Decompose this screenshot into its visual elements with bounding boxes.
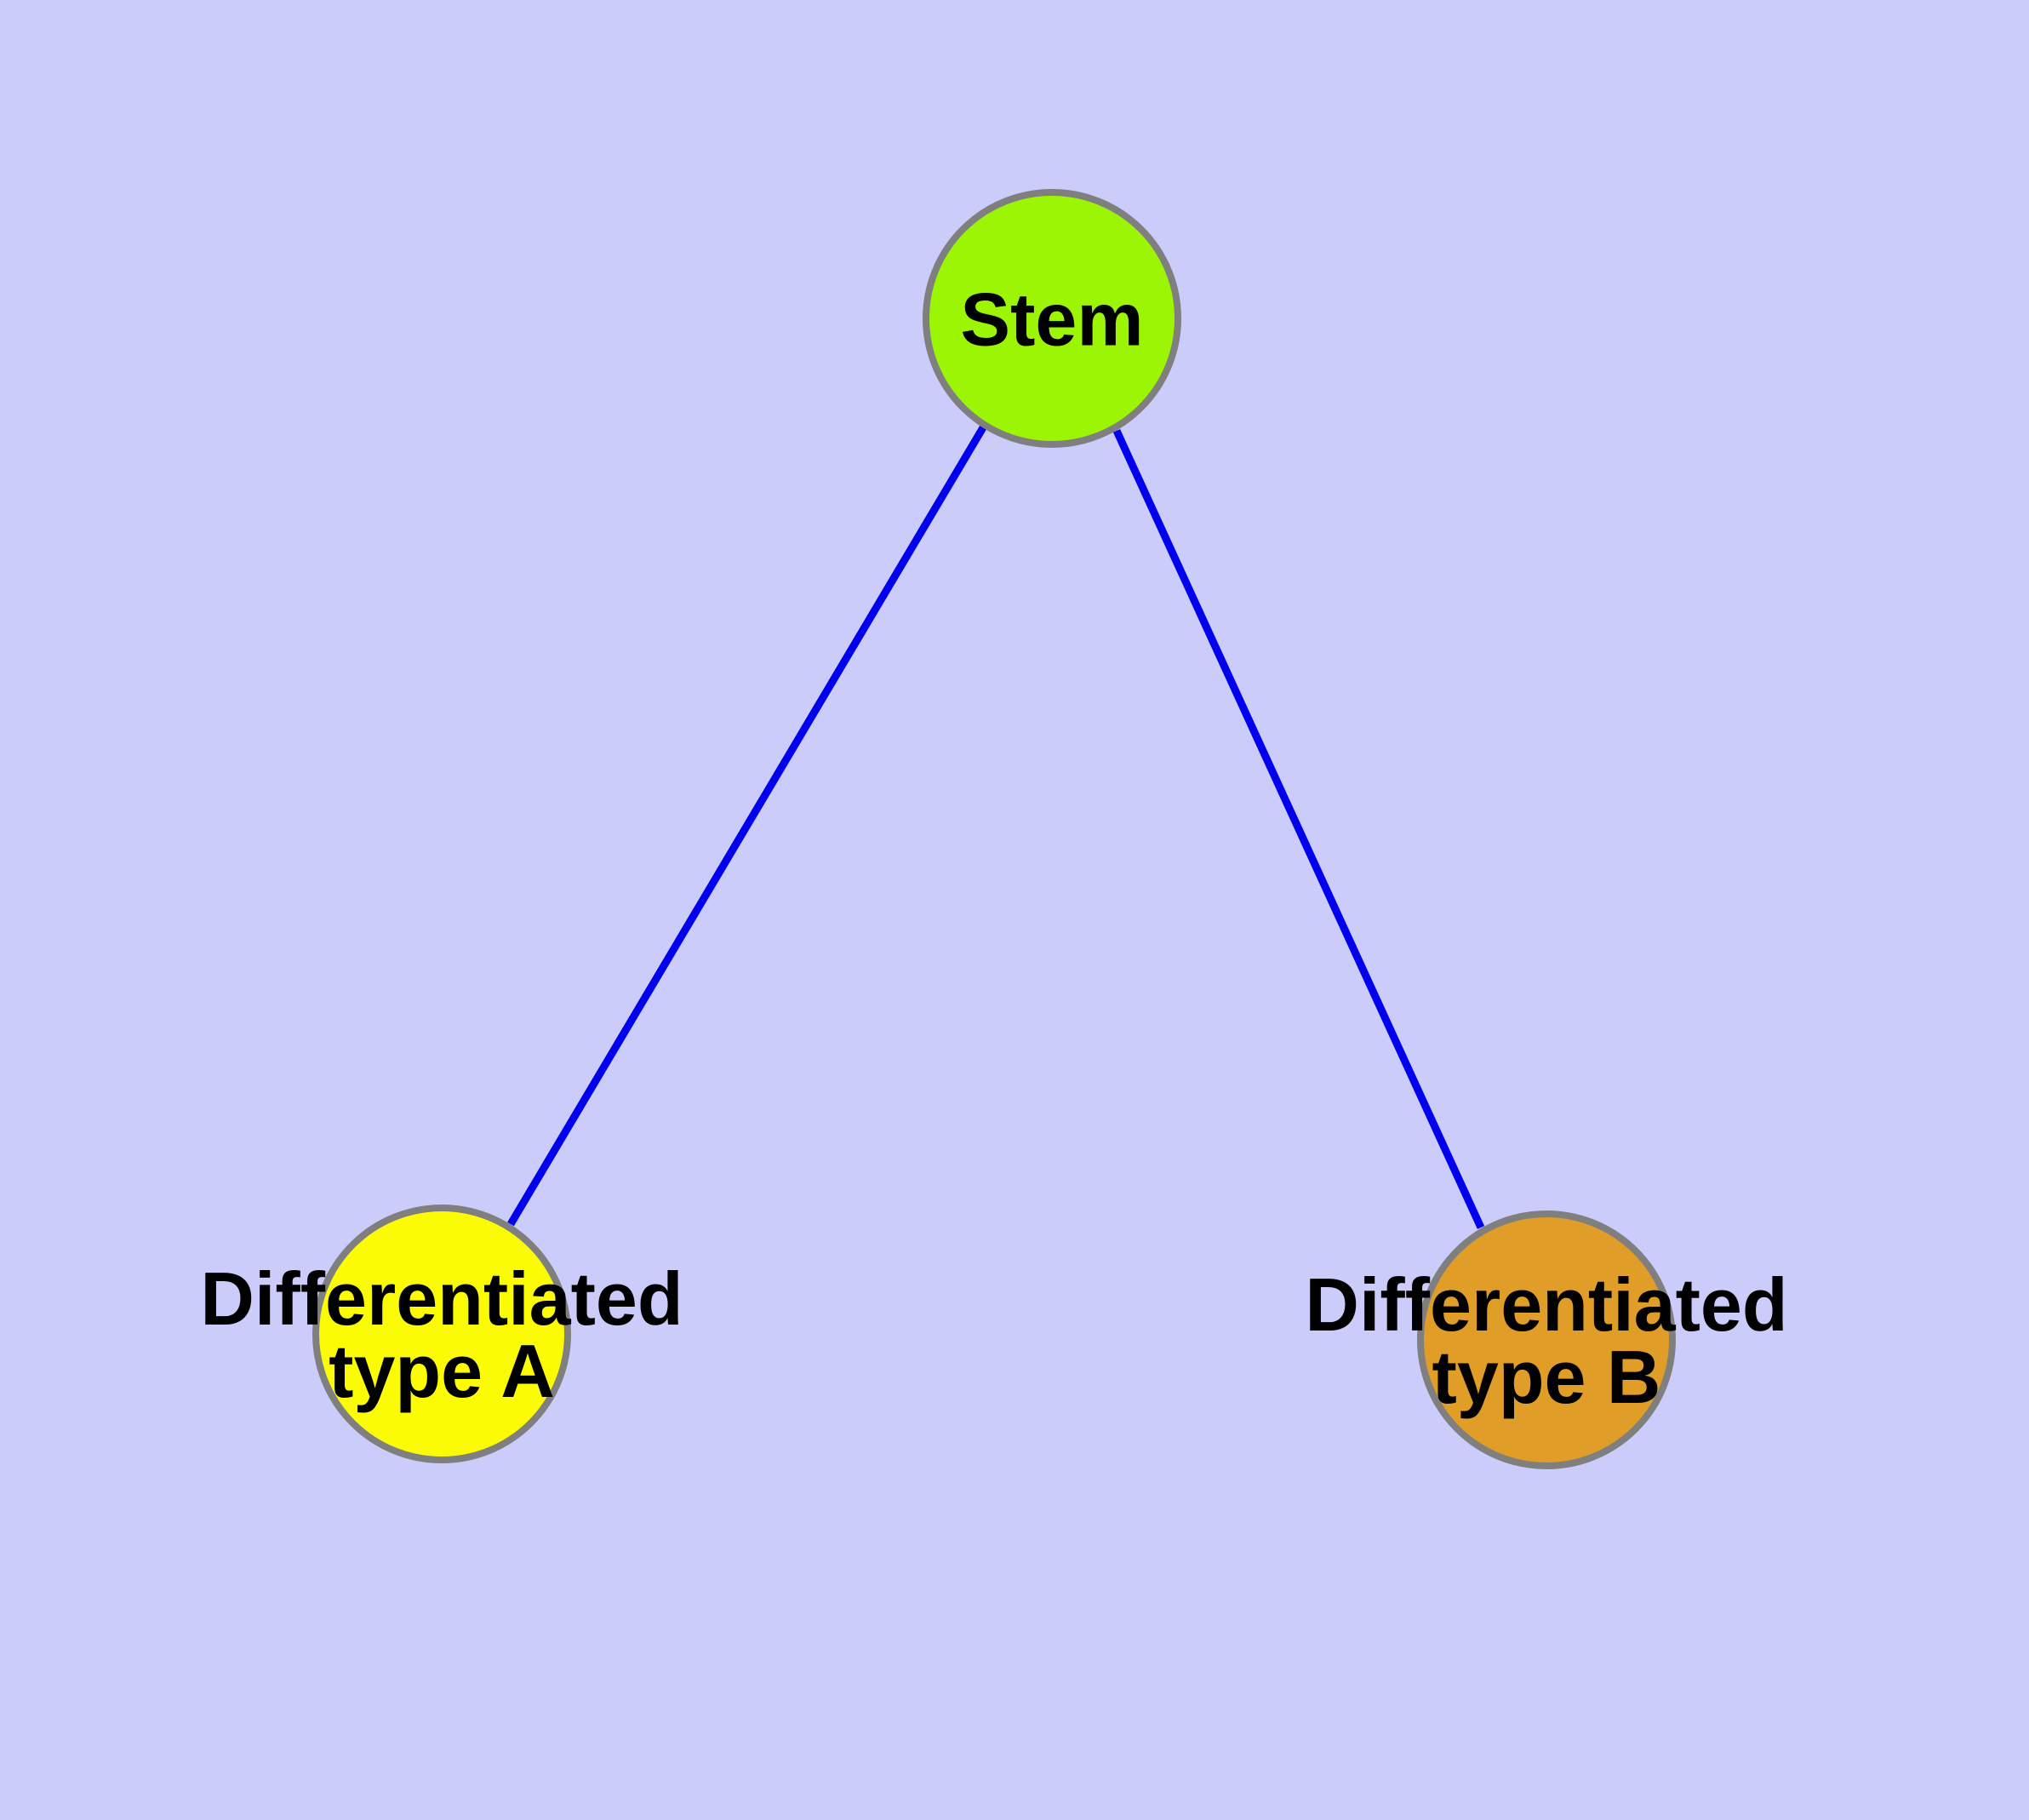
node-label-stem: Stem <box>960 278 1143 362</box>
node-label-line: type B <box>1432 1335 1661 1419</box>
edge-stem-to-differentiated-type-b[interactable] <box>1112 429 1485 1229</box>
node-label-line: Stem <box>960 278 1143 362</box>
edge-stem-to-differentiated-type-a[interactable] <box>507 422 988 1227</box>
node-label-line: type A <box>329 1329 555 1413</box>
node-label-line: Differentiated <box>200 1256 683 1341</box>
node-layer <box>312 189 1676 1469</box>
node-differentiated-type-a[interactable] <box>312 1205 571 1463</box>
node-differentiated-type-b[interactable] <box>1417 1210 1676 1469</box>
edge-layer <box>507 422 1485 1229</box>
node-label-line: Differentiated <box>1305 1262 1787 1347</box>
node-stem[interactable] <box>923 189 1181 448</box>
